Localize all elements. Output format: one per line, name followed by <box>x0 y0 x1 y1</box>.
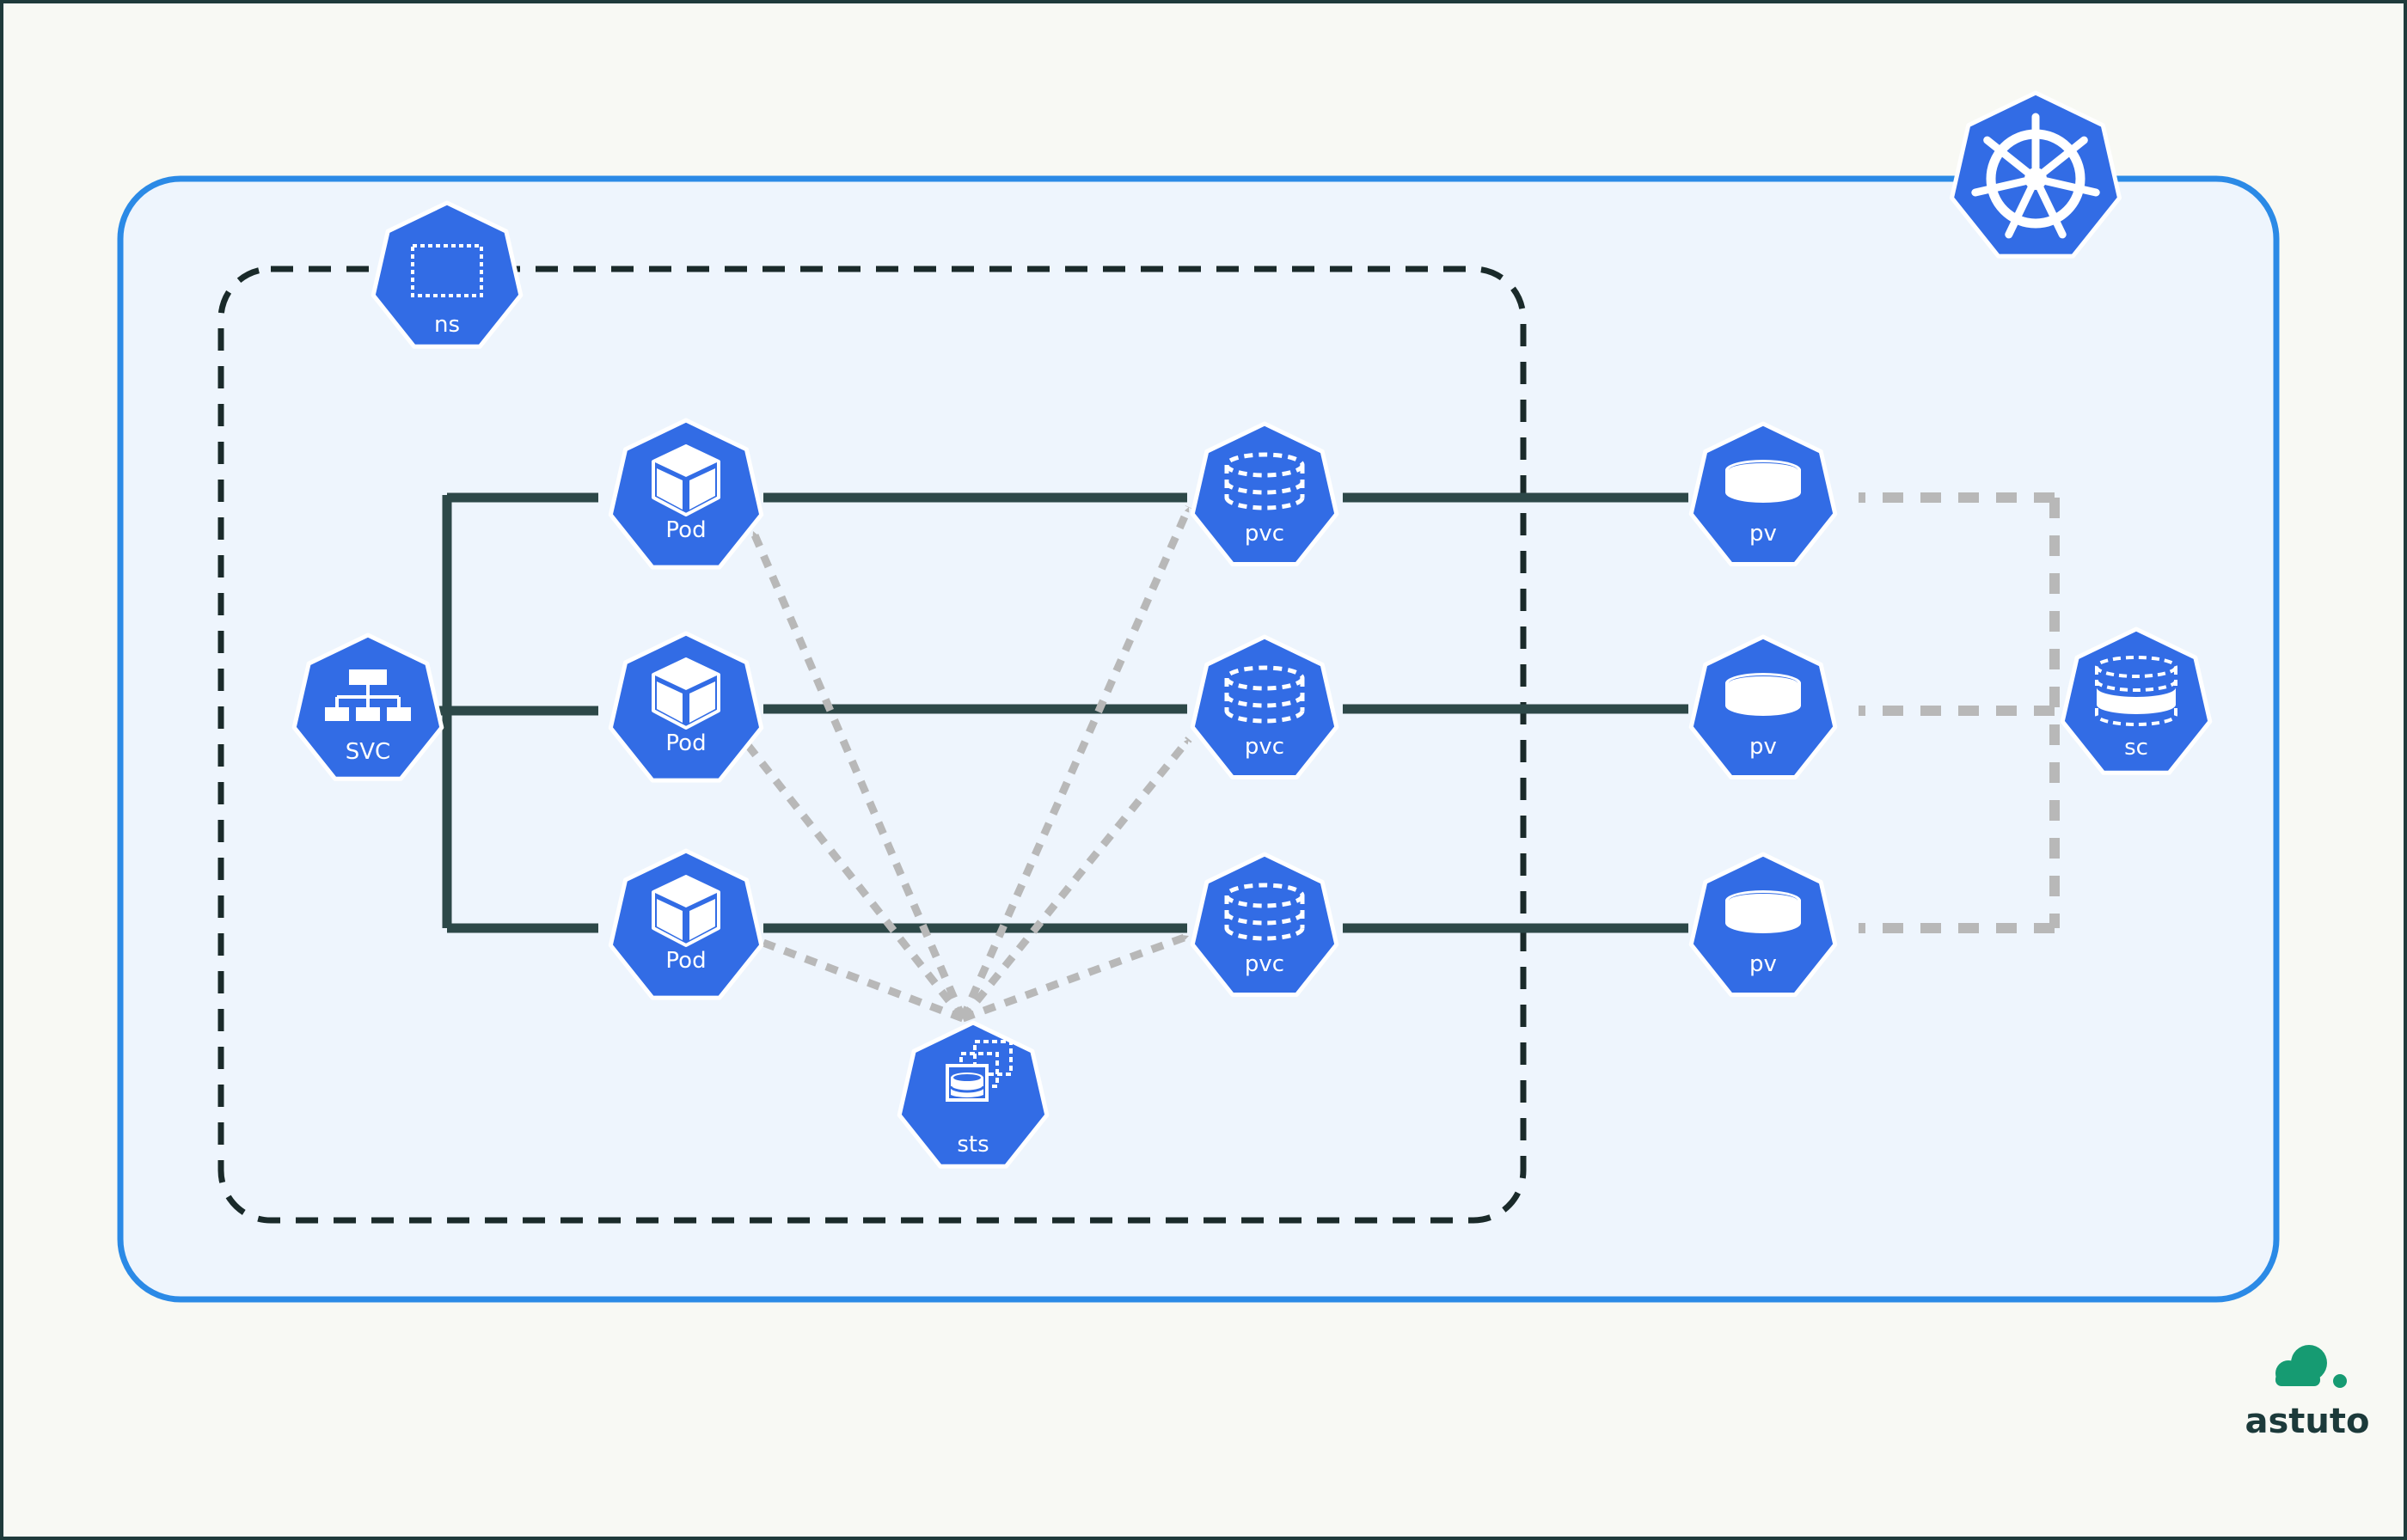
namespace-icon <box>411 244 483 297</box>
statefulset-node: sts <box>897 1020 1050 1169</box>
service-icon <box>325 669 411 721</box>
pvc-node-1: pvc <box>1190 421 1339 566</box>
statefulset-icon <box>946 1040 1013 1102</box>
namespace-node-shape <box>371 200 524 349</box>
pv-node-1: pv <box>1688 421 1838 566</box>
pod-to-pvc-arrows <box>763 492 1187 933</box>
pvc-node-3-label: pvc <box>1245 951 1284 977</box>
pv-node-1-label: pv <box>1749 521 1777 547</box>
storage-class-node-label: sc <box>2124 735 2148 761</box>
storage-class-node: sc <box>2060 626 2213 775</box>
pod-node-3: Pod <box>608 848 764 1000</box>
pod-node-2-shape <box>608 631 764 783</box>
pv-node-2-label: pv <box>1749 734 1777 760</box>
pvc-disk-icon <box>1224 665 1305 724</box>
storage-class-icon <box>2095 656 2177 726</box>
statefulset-node-label: sts <box>957 1132 989 1158</box>
pod-cube-icon <box>652 875 720 947</box>
kubernetes-helm-icon <box>1971 113 2100 239</box>
pod-node-2: Pod <box>608 631 764 783</box>
brand-name: astuto <box>2245 1402 2370 1441</box>
pod-node-3-shape <box>608 848 764 1000</box>
pvc-node-1-label: pvc <box>1245 521 1284 547</box>
storage-class-provisioning-arrows <box>1859 492 2060 933</box>
pod-cube-icon <box>652 444 720 516</box>
pvc-node-2: pvc <box>1190 634 1339 779</box>
pod-node-2-label: Pod <box>665 730 706 756</box>
pv-node-3: pv <box>1688 852 1838 997</box>
pod-node-1: Pod <box>608 418 764 570</box>
pvc-node-2-label: pvc <box>1245 734 1284 760</box>
namespace-boundary <box>217 266 1527 1224</box>
service-node-label: SVC <box>346 739 390 765</box>
brand-logo: astuto <box>2245 1345 2370 1441</box>
statefulset-managed-arrows <box>741 505 1193 1023</box>
pv-node-3-label: pv <box>1749 951 1777 977</box>
service-node: SVC <box>291 632 444 781</box>
pv-disk-icon <box>1725 673 1801 716</box>
pvc-node-3-shape <box>1190 852 1339 997</box>
pod-node-1-label: Pod <box>665 517 706 543</box>
pv-node-2: pv <box>1688 634 1838 779</box>
pod-node-1-shape <box>608 418 764 570</box>
pvc-pv-binding-arrows <box>1343 492 1688 933</box>
pvc-node-1-shape <box>1190 421 1339 566</box>
pod-node-3-label: Pod <box>665 948 706 974</box>
pod-cube-icon <box>652 657 720 730</box>
cluster-node <box>1950 90 2122 259</box>
pvc-node-3: pvc <box>1190 852 1339 997</box>
pv-disk-icon <box>1725 890 1801 933</box>
pvc-disk-icon <box>1224 883 1305 941</box>
pvc-disk-icon <box>1224 452 1305 510</box>
pv-disk-icon <box>1725 460 1801 503</box>
namespace-node: ns <box>371 200 524 349</box>
astuto-cloud-logo <box>2275 1345 2347 1388</box>
namespace-node-label: ns <box>434 312 460 338</box>
pvc-node-2-shape <box>1190 634 1339 779</box>
